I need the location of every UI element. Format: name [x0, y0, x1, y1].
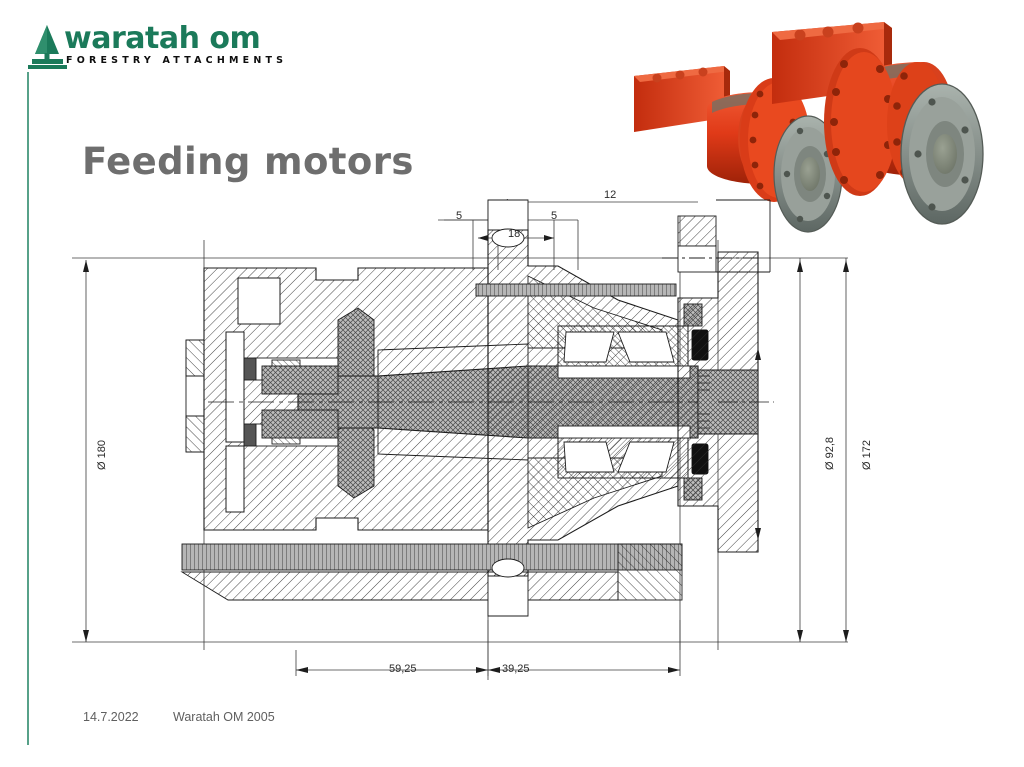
logo-tagline: FORESTRY ATTACHMENTS: [66, 55, 288, 66]
small-motor: [634, 66, 843, 233]
dimension-top-overall: 12: [604, 189, 617, 201]
dimension-top-left-gap: 5: [456, 210, 463, 222]
pine-tree-icon: [28, 25, 67, 69]
large-motor: [772, 22, 984, 225]
dimension-top-center: 18: [508, 228, 521, 240]
motor-cross-section-drawing: [72, 199, 849, 680]
page-title: Feeding motors: [82, 140, 414, 183]
dimension-right-inner-diameter: Ø 92,8: [824, 436, 836, 470]
dimension-right-outer-diameter: Ø 172: [861, 440, 873, 470]
left-accent-rule: [27, 72, 29, 745]
dimension-bottom-left: 59,25: [389, 663, 417, 675]
dimension-top-right-gap: 5: [551, 210, 558, 222]
motor-photograph: [634, 22, 984, 233]
logo-wordmark: waratah om: [64, 21, 261, 56]
waratah-om-logo: waratah om FORESTRY ATTACHMENTS: [26, 21, 283, 74]
dimension-left-diameter: Ø 180: [96, 440, 108, 470]
footer-source: Waratah OM 2005: [173, 710, 275, 724]
footer-date: 14.7.2022: [83, 710, 139, 724]
dimension-bottom-right: 39,25: [502, 663, 530, 675]
footer: 14.7.2022 Waratah OM 2005: [83, 710, 275, 724]
